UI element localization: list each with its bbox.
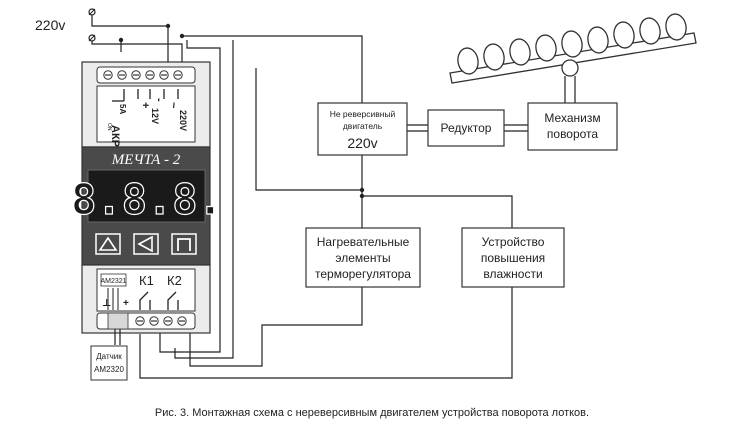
led-display	[87, 169, 206, 223]
humidifier-line1: Устройство	[482, 235, 545, 249]
up-triangle-icon	[98, 236, 118, 251]
menu-button[interactable]	[171, 233, 197, 255]
mechanism-label-line2: поворота	[547, 127, 599, 141]
up-button[interactable]	[95, 233, 121, 255]
mechanism-label-line1: Механизм	[544, 111, 600, 125]
sensor-label-line1: Датчик	[96, 352, 122, 361]
heater-line1: Нагревательные	[317, 235, 410, 249]
terminal-legend: АКР ON 5А + 12V - ~ 220V	[106, 89, 188, 147]
supply-terminals	[88, 8, 96, 42]
display-digits: 8.8.8.	[71, 175, 223, 224]
pi-icon	[177, 238, 191, 251]
ground-label: ⊥	[102, 298, 111, 309]
humidifier-line2: повышения	[481, 251, 545, 265]
reducer-box: Редуктор	[427, 109, 505, 147]
humidifier-feed-wire	[362, 195, 513, 228]
relay-contacts	[139, 291, 179, 310]
motor-label-line1: Не реверсивный	[330, 109, 396, 119]
tray-pivot	[561, 59, 579, 77]
eggs	[457, 13, 687, 75]
legend-minus: -	[153, 98, 165, 102]
shaft-motor-reducer	[407, 124, 428, 132]
heater-box: Нагревательные элементы терморегулятора	[305, 227, 421, 288]
shaft-reducer-mechanism	[504, 124, 528, 132]
egg-tray-illustration	[449, 13, 697, 84]
heater-line3: терморегулятора	[315, 267, 411, 281]
sensor-box: Датчик AM2320	[90, 345, 128, 381]
legend-plus: +	[139, 102, 151, 108]
controller-buttons	[95, 233, 197, 255]
mechanism-box: Механизм поворота	[527, 102, 618, 151]
sensor-label-line2: AM2320	[94, 365, 124, 374]
legend-on: ON	[106, 123, 112, 131]
humidifier-box: Устройство повышения влажности	[461, 227, 565, 288]
figure-caption: Рис. 3. Монтажная схема с нереверсивным …	[155, 407, 589, 419]
relay-k2-label: К2	[167, 273, 182, 288]
sensor-connector	[107, 312, 129, 330]
legend-12v: 12V	[150, 108, 160, 124]
left-drop-wire-2	[159, 40, 221, 353]
bottom-terminal-screws	[135, 316, 187, 326]
top-terminal-screws	[103, 70, 183, 80]
left-triangle-icon	[137, 235, 153, 253]
humidifier-relay-wire	[139, 287, 513, 379]
plus-label: +	[123, 298, 129, 309]
motor-box: Не реверсивный двигатель 220v	[317, 102, 408, 156]
mechanism-rod	[564, 76, 576, 103]
legend-akr: АКР	[109, 125, 121, 147]
sensor-socket	[100, 273, 127, 287]
junction-dots	[118, 23, 365, 199]
left-drop-wire-1	[174, 40, 234, 359]
heater-line2: элементы	[335, 251, 390, 265]
legend-5a: 5А	[118, 104, 127, 114]
supply-to-motor-wire	[182, 35, 363, 103]
tray	[449, 32, 697, 84]
humidifier-line3: влажности	[483, 267, 542, 281]
reducer-label: Редуктор	[441, 121, 492, 135]
controller-motor-wire	[255, 68, 362, 191]
sensor-socket-label: AM2321	[100, 278, 126, 285]
supply-voltage-label: 220v	[35, 17, 65, 33]
motor-label-line2: двигатель	[343, 121, 383, 131]
controller-unit: АКР ON 5А + 12V - ~ 220V МЕЧТА - 2 8.8.8…	[71, 61, 223, 345]
motor-voltage: 220v	[347, 135, 377, 151]
supply-wire-1	[91, 14, 169, 68]
brand-label: МЕЧТА - 2	[111, 152, 181, 168]
heater-relay-wire	[189, 287, 363, 367]
legend-tilde: ~	[167, 102, 179, 109]
wires	[91, 14, 576, 379]
legend-220v: 220V	[178, 110, 188, 131]
relay-k1-label: К1	[139, 273, 154, 288]
